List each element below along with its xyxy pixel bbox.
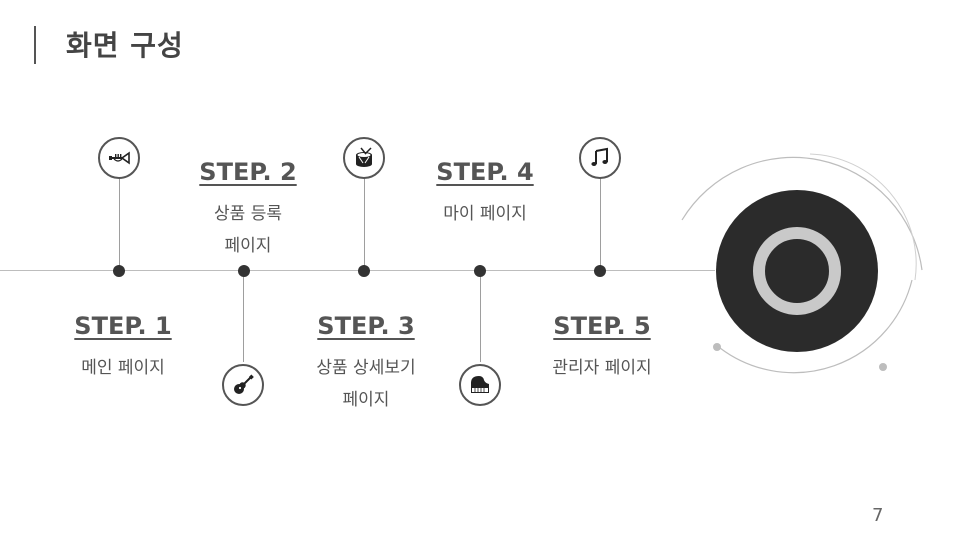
page-number: 7 — [872, 505, 884, 526]
outer-arc — [681, 156, 923, 271]
step5-dot — [594, 265, 606, 277]
step1-connector — [119, 178, 120, 270]
step3-title: STEP. 3 — [317, 312, 415, 340]
drum-icon — [356, 147, 372, 167]
page-title: 화면 구성 — [66, 29, 184, 62]
arc-end-dot — [879, 363, 887, 371]
step4-icon-badge — [459, 364, 501, 406]
timeline-line — [0, 270, 715, 271]
step5-title: STEP. 5 — [553, 312, 651, 340]
step1-desc: 메인 페이지 — [81, 358, 165, 378]
step5-desc: 관리자 페이지 — [552, 358, 652, 378]
guitar-icon — [234, 374, 254, 394]
step3-desc-line2: 페이지 — [342, 390, 390, 410]
lower-arc — [719, 279, 913, 374]
trumpet-icon — [109, 151, 130, 165]
step2-dot — [238, 265, 250, 277]
record-disc — [716, 190, 878, 352]
vinyl-record-graphic — [681, 153, 923, 374]
step3-desc-line1: 상품 상세보기 — [316, 358, 416, 378]
piano-icon — [471, 376, 489, 393]
step2-desc-line2: 페이지 — [224, 236, 272, 256]
title-accent-bar — [34, 26, 36, 64]
step1-icon-badge — [98, 137, 140, 179]
record-label-ring — [753, 227, 841, 315]
step2-desc-line1: 상품 등록 — [214, 204, 282, 224]
step2-icon-badge — [222, 364, 264, 406]
step4-desc: 마이 페이지 — [443, 204, 527, 224]
step1-dot — [113, 265, 125, 277]
step4-dot — [474, 265, 486, 277]
inner-arc — [809, 153, 917, 281]
step5-icon-badge — [579, 137, 621, 179]
step3-connector — [364, 178, 365, 270]
step3-icon-badge — [343, 137, 385, 179]
step3-dot — [358, 265, 370, 277]
step5-connector — [600, 178, 601, 270]
step2-connector — [243, 270, 244, 362]
step2-title: STEP. 2 — [199, 158, 297, 186]
step4-connector — [480, 270, 481, 362]
music-note-icon — [591, 147, 608, 166]
step4-title: STEP. 4 — [436, 158, 534, 186]
arc-end-dot — [713, 343, 721, 351]
step1-title: STEP. 1 — [74, 312, 172, 340]
